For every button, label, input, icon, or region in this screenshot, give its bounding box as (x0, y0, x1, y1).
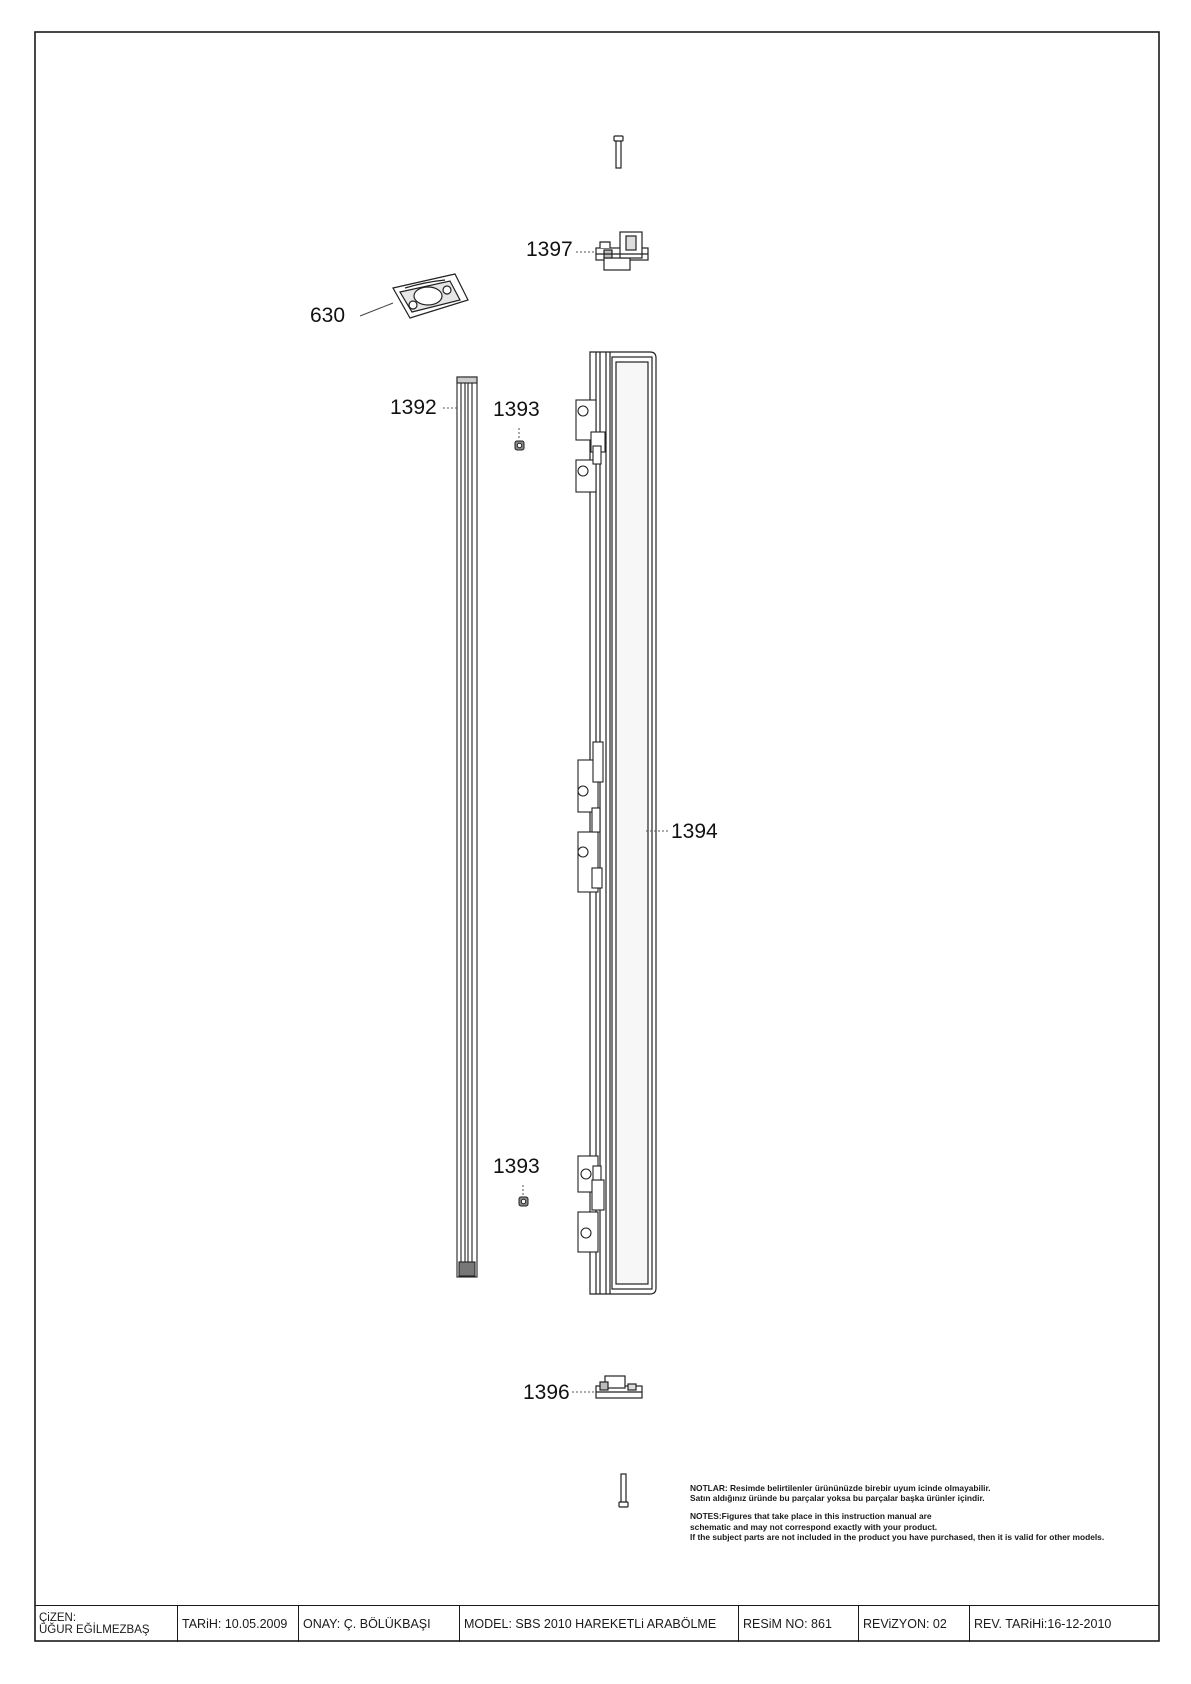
callout-1392: 1392 (390, 396, 437, 419)
sheet-border (34, 31, 1160, 1642)
part-1392-profile (456, 376, 478, 1278)
part-1393-nut-bottom (518, 1196, 529, 1207)
part-1397-bracket (595, 231, 649, 271)
callout-1397: 1397 (526, 238, 573, 261)
drawn-by-name: ÜĞUR EĞİLMEZBAŞ (39, 1624, 150, 1636)
callout-1394: 1394 (671, 820, 718, 843)
callout-630: 630 (310, 304, 346, 327)
drawn-by-cell: ÇiZEN: ÜĞUR EĞİLMEZBAŞ (35, 1606, 178, 1642)
date-cell: TARiH: 10.05.2009 (178, 1606, 299, 1642)
leader-630 (359, 302, 394, 317)
revision-date-cell: REV. TARiHi:16-12-2010 (974, 1617, 1112, 1631)
notes-en-line3: If the subject parts are not included in… (690, 1531, 1105, 1542)
sash-clips-bottom (577, 1155, 605, 1253)
callout-1393-top: 1393 (493, 398, 540, 421)
title-block: ÇiZEN: ÜĞUR EĞİLMEZBAŞ TARiH: 10.05.2009… (35, 1605, 1159, 1642)
callout-1396: 1396 (523, 1381, 570, 1404)
revision-cell: REViZYON: 02 (859, 1606, 970, 1642)
bottom-screw (618, 1473, 629, 1508)
notes-en-line1: NOTES:Figures that take place in this in… (690, 1511, 932, 1522)
part-1393-nut-top (514, 440, 525, 451)
drawn-by-label: ÇiZEN: (39, 1612, 77, 1624)
callout-1393-bottom: 1393 (493, 1155, 540, 1178)
notes-block: NOTLAR: Resimde belirtilenler ürününüzde… (690, 1483, 1150, 1542)
part-1396-bracket (595, 1375, 643, 1399)
notes-en-line2: schematic and may not correspond exactly… (690, 1521, 938, 1532)
model-cell: MODEL: SBS 2010 HAREKETLi ARABÖLME (460, 1606, 739, 1642)
part-630-plate (392, 273, 469, 319)
notes-tr-line2: Satın aldığınız üründe bu parçalar yoksa… (690, 1493, 985, 1504)
sash-clips-top (575, 399, 606, 493)
drawing-number-cell: RESiM NO: 861 (739, 1606, 859, 1642)
top-screw (613, 135, 624, 169)
approved-cell: ONAY: Ç. BÖLÜKBAŞI (299, 1606, 460, 1642)
part-1394-sash (589, 351, 657, 1295)
sash-clips-middle (577, 741, 604, 893)
notes-tr-line1: NOTLAR: Resimde belirtilenler ürününüzde… (690, 1483, 991, 1493)
